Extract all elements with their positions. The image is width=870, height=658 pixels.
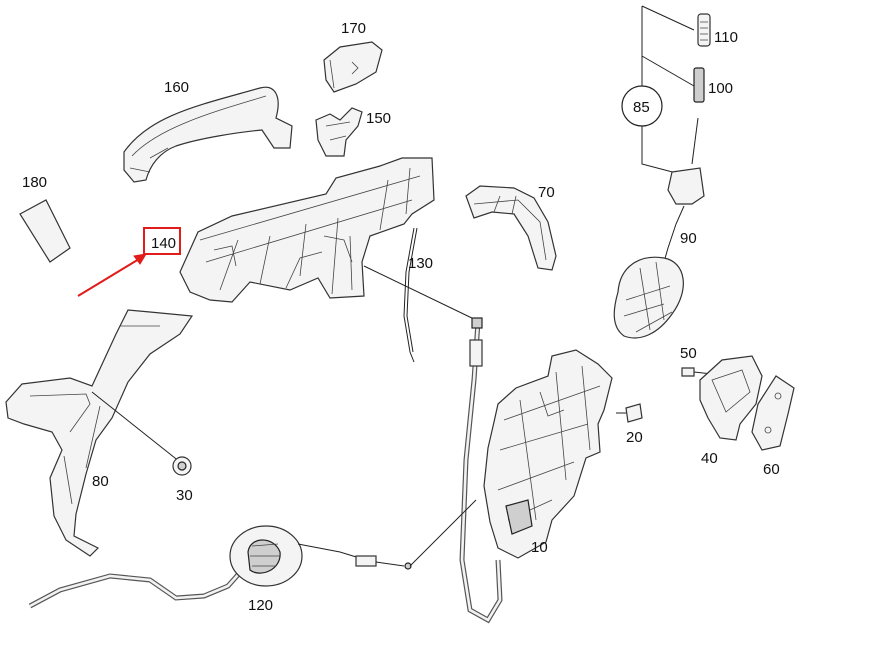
label-20: 20 [626, 429, 643, 446]
label-10: 10 [531, 539, 548, 556]
part-90-cable-grommet [613, 117, 705, 339]
label-120: 120 [248, 597, 273, 614]
part-30-clip [172, 456, 192, 476]
part-140-handle-carrier [179, 157, 435, 303]
label-110: 110 [714, 29, 738, 46]
leader-line [363, 265, 477, 321]
part-80-cover [5, 309, 194, 557]
part-85-callout [621, 85, 663, 127]
cable-upper [459, 317, 503, 624]
label-100: 100 [708, 80, 733, 97]
label-40: 40 [701, 450, 718, 467]
part-20-screw [616, 403, 643, 423]
label-170: 170 [341, 20, 366, 37]
part-60-plate [751, 375, 795, 451]
part-85-bracket-lines [641, 5, 695, 175]
part-40-striker [699, 355, 763, 441]
highlight-box-140 [143, 227, 181, 255]
leader-line-30 [91, 391, 181, 463]
label-90: 90 [680, 230, 697, 247]
label-30: 30 [176, 487, 193, 504]
part-120-cable [28, 499, 477, 609]
part-70-seal [465, 185, 557, 271]
part-170-handle-cap [323, 41, 383, 93]
label-150: 150 [366, 110, 391, 127]
part-160-outer-handle [123, 86, 293, 183]
part-180-pad [19, 199, 71, 263]
part-110-pin [697, 13, 711, 47]
label-130: 130 [408, 255, 433, 272]
label-140: 140 [151, 235, 176, 252]
label-70: 70 [538, 184, 555, 201]
label-50: 50 [680, 345, 697, 362]
label-160: 160 [164, 79, 189, 96]
label-180: 180 [22, 174, 47, 191]
label-60: 60 [763, 461, 780, 478]
label-80: 80 [92, 473, 109, 490]
part-150-bracket [315, 107, 363, 157]
label-85: 85 [633, 99, 650, 116]
part-100-pin [693, 67, 705, 103]
highlight-arrow [77, 253, 147, 297]
part-10-lock [483, 349, 613, 559]
part-130-rod [403, 227, 418, 363]
